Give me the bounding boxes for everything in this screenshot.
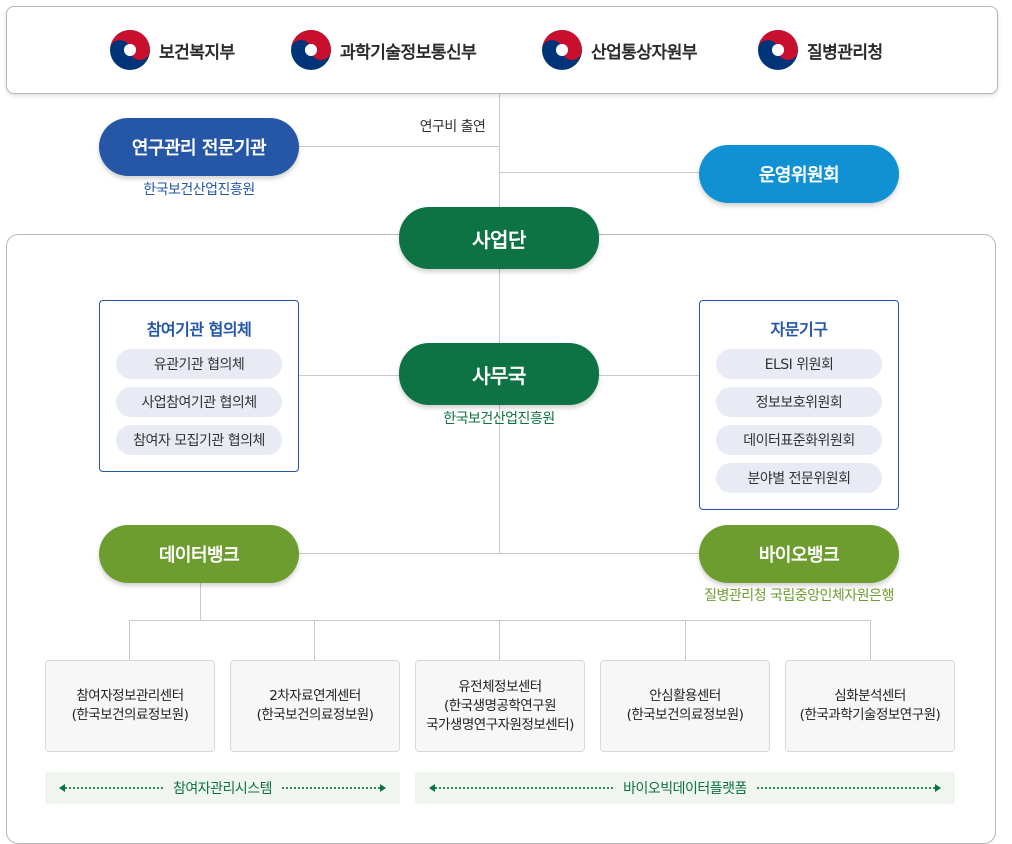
ministries-bar: 보건복지부 과학기술정보통신부 산업통상자원부 질병관리청: [6, 6, 998, 94]
center-line: 심화분석센터: [834, 688, 906, 704]
ministry-kdca: 질병관리청: [757, 29, 883, 71]
ministry-trade-industry: 산업통상자원부: [541, 29, 697, 71]
council-connector: [298, 375, 400, 376]
research-agency-org: 한국보건산업진흥원: [143, 182, 255, 198]
council-item: 참여자 모집기관 협의체: [116, 425, 282, 455]
arrow-right-icon: [380, 784, 387, 792]
centers-bus-line: [129, 620, 871, 621]
center-box: 참여자정보관리센터 (한국보건의료정보원): [45, 660, 215, 752]
secretariat-node: 사무국: [399, 343, 599, 405]
ministry-name: 산업통상자원부: [591, 42, 697, 63]
center-line: (한국보건의료정보원): [71, 707, 189, 723]
arrow-left-icon: [429, 784, 435, 792]
bio-bank-org: 질병관리청 국립중앙인체자원은행: [704, 588, 894, 604]
advisory-item: 정보보호위원회: [716, 387, 882, 417]
dotted-line: [435, 787, 614, 789]
center-line: 참여자정보관리센터: [76, 688, 184, 704]
steering-connector: [499, 172, 699, 173]
center-drop-3: [499, 620, 500, 660]
dotted-line: [282, 787, 381, 789]
center-box: 안심활용센터 (한국보건의료정보원): [600, 660, 770, 752]
center-line: 국가생명연구자원정보센터): [426, 716, 574, 733]
council-item: 유관기관 협의체: [116, 349, 282, 379]
center-line: 2차자료연계센터: [269, 688, 361, 704]
trunk-line-middle: [499, 268, 500, 554]
ministry-health-welfare: 보건복지부: [109, 29, 235, 71]
council-item: 사업참여기관 협의체: [116, 387, 282, 417]
advisory-connector: [598, 375, 700, 376]
participant-council-title: 참여기관 협의체: [146, 320, 252, 339]
ministry-name: 질병관리청: [807, 42, 883, 63]
participant-system-bar: 참여자관리시스템: [45, 772, 400, 804]
center-box: 유전체정보센터 (한국생명공학연구원 국가생명연구자원정보센터): [415, 660, 585, 752]
center-line: 유전체정보센터: [458, 678, 542, 695]
ministry-name: 과학기술정보통신부: [340, 42, 477, 63]
trunk-line-top: [499, 92, 500, 208]
advisory-item: ELSI 위원회: [716, 349, 882, 379]
center-box: 심화분석센터 (한국과학기술정보연구원): [785, 660, 955, 752]
bank-connector: [298, 553, 700, 554]
advisory-box: 자문기구 ELSI 위원회 정보보호위원회 데이터표준화위원회 분야별 전문위원…: [699, 300, 899, 510]
taegeuk-emblem-icon: [758, 30, 798, 70]
taegeuk-emblem-icon: [110, 30, 150, 70]
advisory-item: 데이터표준화위원회: [716, 425, 882, 455]
system-label: 바이오빅데이터플랫폼: [623, 781, 747, 797]
center-drop-5: [870, 620, 871, 660]
ministry-name: 보건복지부: [159, 42, 235, 63]
arrow-right-icon: [935, 784, 941, 792]
dotted-line: [65, 787, 163, 789]
funding-connector: [298, 146, 499, 147]
center-line: (한국과학기술정보연구원): [799, 707, 941, 723]
bio-bank-node: 바이오뱅크: [699, 525, 899, 583]
center-line: 안심활용센터: [649, 688, 721, 704]
databank-down-line: [200, 583, 201, 620]
research-agency-node: 연구관리 전문기관: [99, 118, 299, 176]
secretariat-org: 한국보건산업진흥원: [443, 411, 555, 427]
center-box: 2차자료연계센터 (한국보건의료정보원): [230, 660, 400, 752]
biobigdata-platform-bar: 바이오빅데이터플랫폼: [415, 772, 955, 804]
center-drop-2: [314, 620, 315, 660]
data-bank-node: 데이터뱅크: [99, 525, 299, 583]
project-group-node: 사업단: [399, 207, 599, 269]
participant-council-box: 참여기관 협의체 유관기관 협의체 사업참여기관 협의체 참여자 모집기관 협의…: [99, 300, 299, 472]
center-line: (한국보건의료정보원): [256, 707, 374, 723]
taegeuk-emblem-icon: [291, 30, 331, 70]
system-label: 참여자관리시스템: [172, 781, 273, 797]
center-line: (한국생명공학연구원: [443, 697, 557, 714]
ministry-science-ict: 과학기술정보통신부: [290, 29, 477, 71]
center-drop-4: [685, 620, 686, 660]
dotted-line: [756, 787, 935, 789]
center-line: (한국보건의료정보원): [626, 707, 744, 723]
funding-label: 연구비 출연: [419, 119, 486, 135]
advisory-item: 분야별 전문위원회: [716, 463, 882, 493]
advisory-title: 자문기구: [770, 320, 828, 339]
steering-committee-node: 운영위원회: [699, 145, 899, 203]
arrow-left-icon: [59, 784, 65, 792]
center-drop-1: [129, 620, 130, 660]
taegeuk-emblem-icon: [542, 30, 582, 70]
